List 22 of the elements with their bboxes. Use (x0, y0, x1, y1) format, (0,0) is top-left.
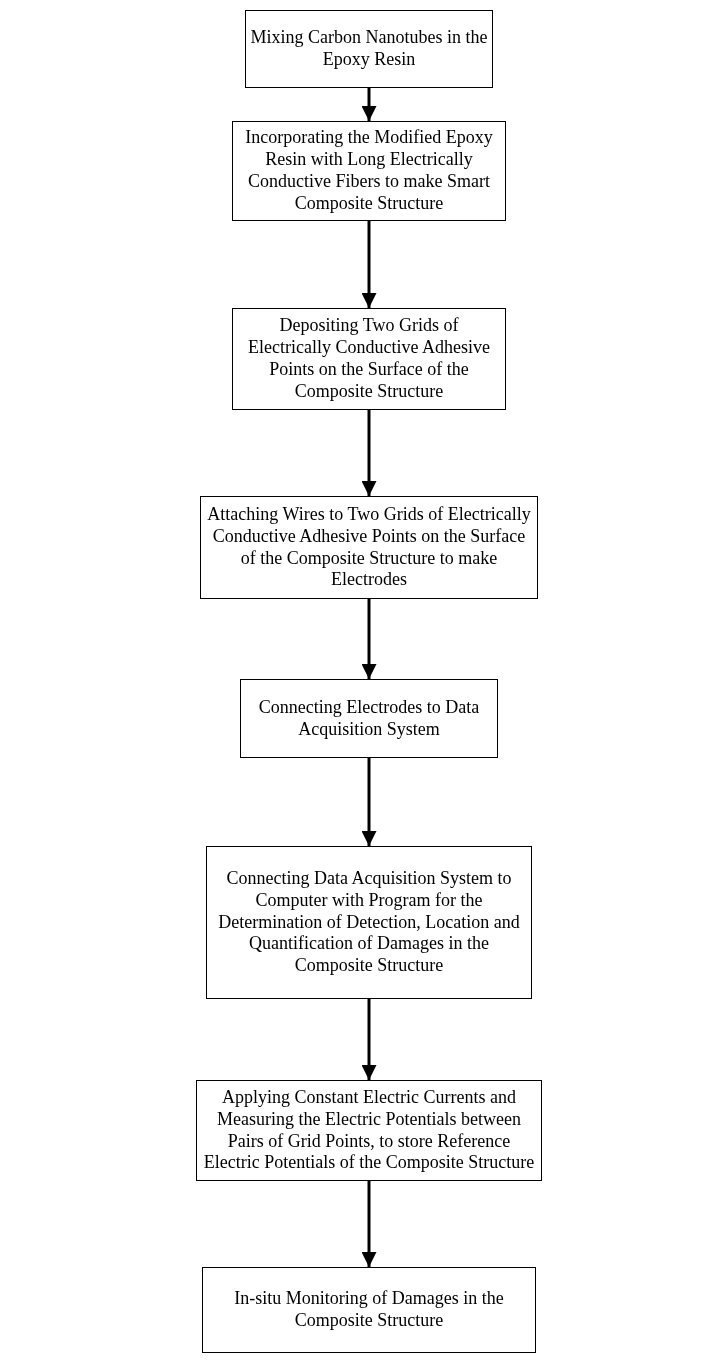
arrow (361, 758, 377, 846)
process-box (232, 121, 506, 221)
step-text: Applying Constant Electric Currents and Measuring the Electric Potentials between Pairs of Grid Points, to store Reference Electric Potentials of the Composite Structure (202, 1086, 536, 1175)
process-box (240, 679, 498, 758)
arrow (361, 599, 377, 679)
step-text: Incorporating the Modified Epoxy Resin with Long Electrically Conductive Fibers to make Smart Composite Structure (244, 127, 494, 215)
step-text: In-situ Monitoring of Damages in the Composite Structure (233, 1288, 505, 1332)
step-text: Mixing Carbon Nanotubes in the Epoxy Resin (250, 27, 488, 71)
arrow (361, 88, 377, 121)
process-box (206, 846, 532, 999)
step-text: Attaching Wires to Two Grids of Electrically Conductive Adhesive Points on the Surface of the Composite Structure to make Electrodes (206, 503, 532, 592)
arrow (361, 221, 377, 308)
arrow (361, 1181, 377, 1267)
arrow (361, 410, 377, 496)
step-text: Connecting Data Acquisition System to Computer with Program for the Determination of Detection, Location and Quantification of Damages in the Composite Structure (217, 867, 521, 978)
process-box (200, 496, 538, 599)
process-box (202, 1267, 536, 1353)
process-box (232, 308, 506, 410)
step-text: Connecting Electrodes to Data Acquisition System (257, 696, 481, 741)
step-text: Depositing Two Grids of Electrically Conductive Adhesive Points on the Surface of the Composite Structure (247, 315, 491, 403)
arrow (361, 999, 377, 1080)
process-box (245, 10, 493, 88)
